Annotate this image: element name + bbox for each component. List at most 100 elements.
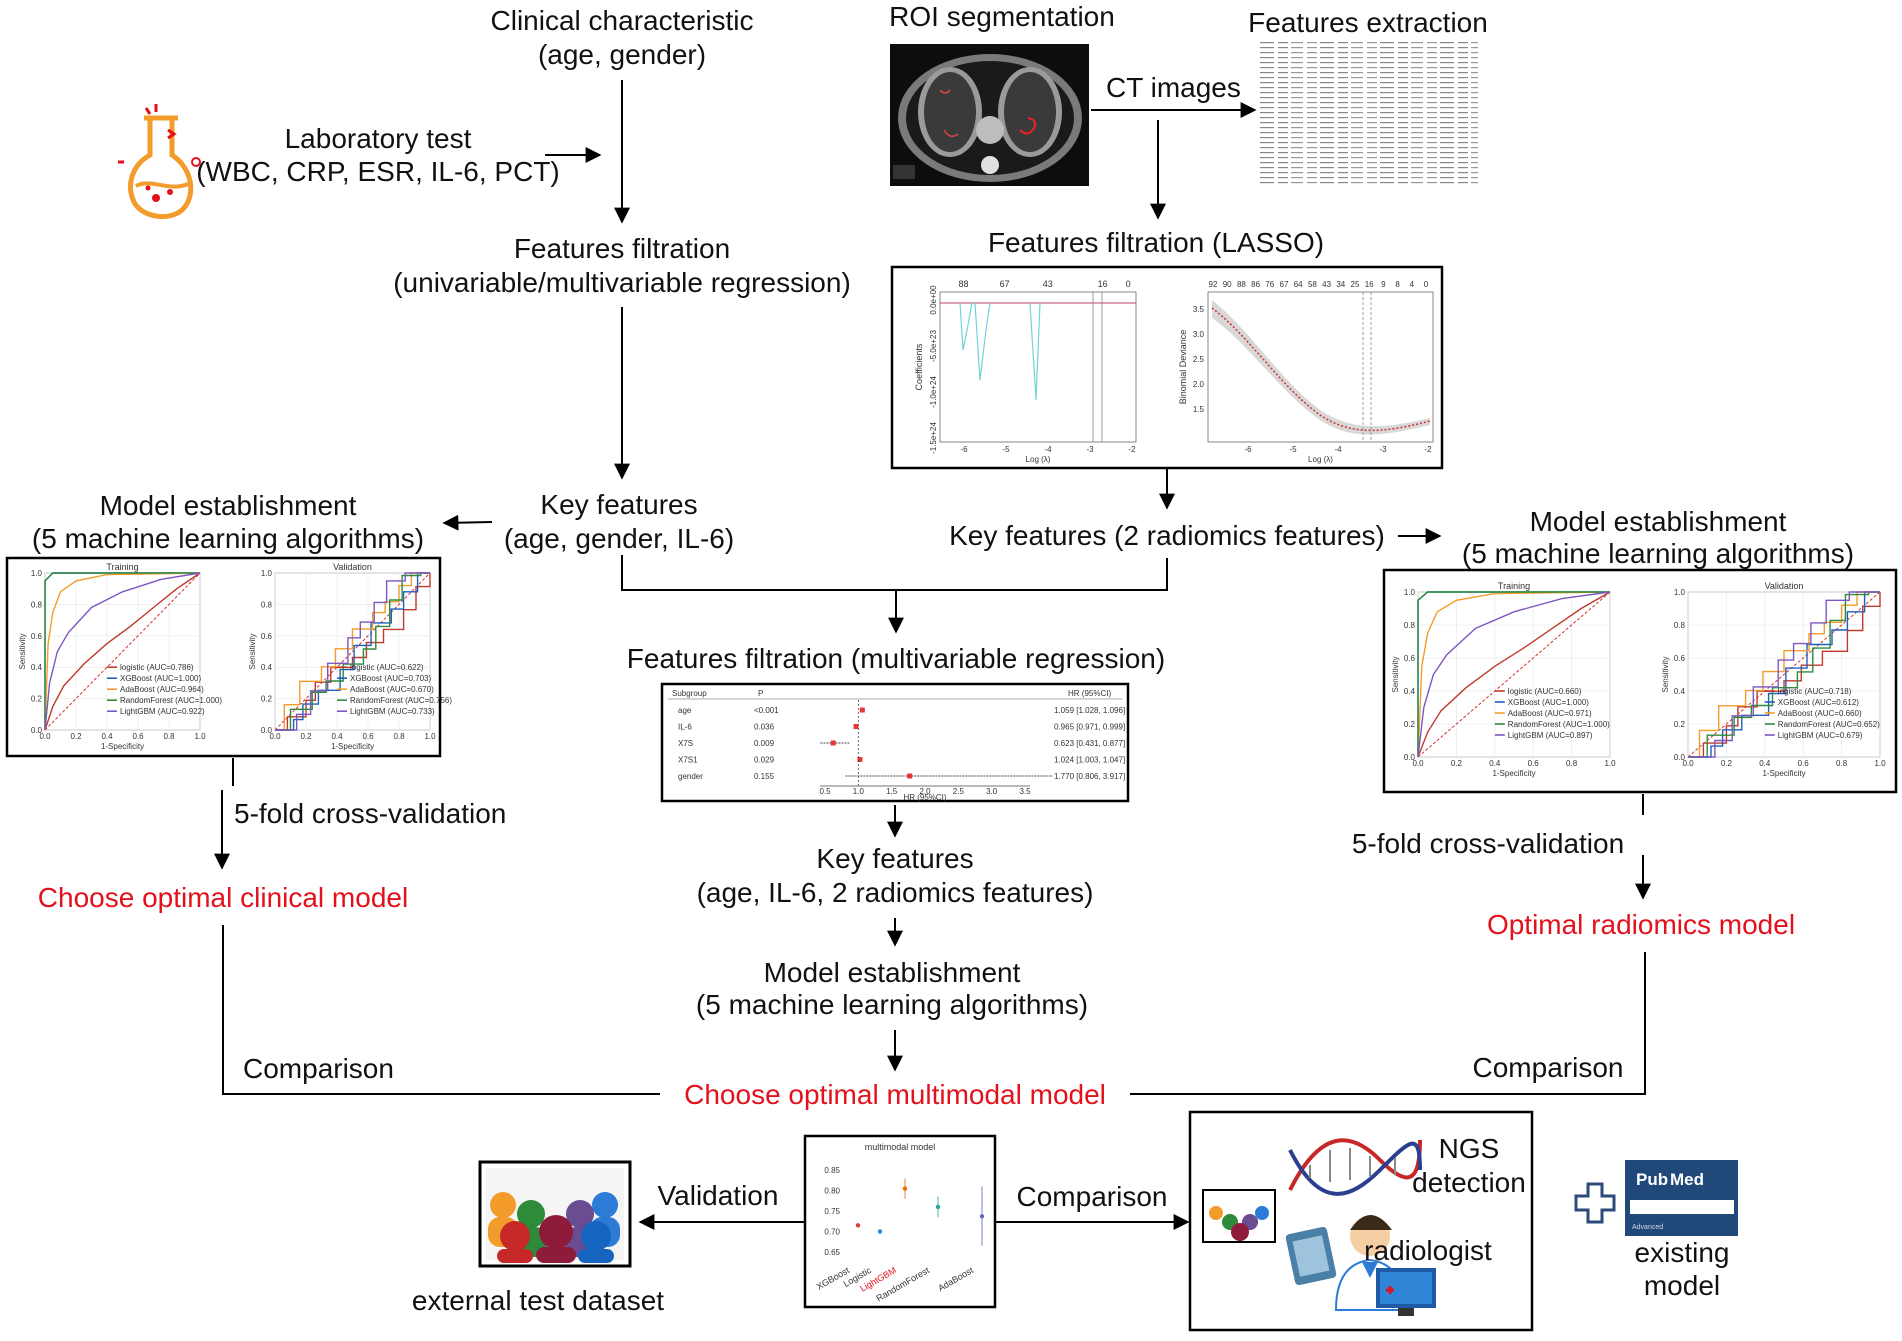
forest-point	[857, 757, 863, 762]
lasso-dev-top-tick: 4	[1410, 280, 1415, 289]
roc-y-tick-label: 0.4	[31, 663, 43, 672]
roc-x-tick-label: 1.0	[1874, 759, 1886, 768]
roc-curve-3	[1417, 591, 1610, 757]
roc-curve-0	[44, 572, 201, 731]
forest-x-tick: 2.5	[953, 787, 965, 796]
forest-row-p: 0.036	[754, 723, 775, 732]
mm-y-tick: 0.80	[824, 1187, 840, 1196]
laboratory-test-subtitle: (WBC, CRP, ESR, IL-6, PCT)	[196, 156, 560, 187]
roc-legend-label: AdaBoost (AUC=0.964)	[120, 685, 204, 694]
lasso-dev-x-label: Log (λ)	[1308, 455, 1333, 464]
pubmed-logo-text-a: Pub	[1636, 1170, 1668, 1189]
roc-y-tick-label: 0.0	[31, 726, 43, 735]
features-extraction-title: Features extraction	[1248, 7, 1488, 38]
roc-y-tick-label: 0.8	[1674, 621, 1686, 630]
features-table-image	[1258, 40, 1478, 186]
roc-y-tick-label: 0.0	[261, 726, 273, 735]
roc-y-tick-label: 1.0	[31, 569, 43, 578]
roc-curve-2	[1688, 591, 1880, 758]
forest-header-hr: HR (95%CI)	[1068, 689, 1111, 698]
roc-x-tick-label: 0.6	[1798, 759, 1810, 768]
roc-curve-1	[1688, 591, 1880, 758]
mm-y-tick: 0.70	[824, 1227, 840, 1236]
mm-y-tick: 0.75	[824, 1207, 840, 1216]
roc-curve-4	[1417, 591, 1611, 758]
pubmed-logo: Pub Med Advanced	[1625, 1160, 1738, 1236]
lasso-dev-top-tick: 58	[1308, 280, 1317, 289]
roc-y-tick-label: 1.0	[261, 569, 273, 578]
roc-y-tick-label: 0.6	[261, 632, 273, 641]
lasso-coef-y-tick: -1.5e+24	[929, 422, 938, 454]
lasso-coef-x-tick: -2	[1128, 445, 1136, 454]
mm-point	[855, 1223, 861, 1228]
roc-x-tick-label: 0.0	[1682, 759, 1694, 768]
lasso-coef-top-tick: 0	[1126, 279, 1131, 289]
mm-y-tick: 0.85	[824, 1166, 840, 1175]
key-features-multimodal-title: Key features	[816, 843, 973, 874]
key-features-multimodal-subtitle: (age, IL-6, 2 radiomics features)	[697, 877, 1094, 908]
lasso-dev-top-tick: 0	[1424, 280, 1429, 289]
model-right-title: Model establishment	[1530, 506, 1787, 537]
roc-x-tick-label: 0.8	[1836, 759, 1848, 768]
key-features-clinical-title: Key features	[540, 489, 697, 520]
features-filtration-subtitle: (univariable/multivariable regression)	[393, 267, 851, 298]
model-mid-title: Model establishment	[764, 957, 1021, 988]
arrow-to-left-model	[442, 514, 493, 531]
roc-curve-0	[275, 573, 431, 731]
forest-x-tick: 1.0	[853, 787, 865, 796]
forest-x-tick: 3.5	[1019, 787, 1031, 796]
merge-line	[621, 555, 1168, 591]
lasso-dev-y-tick: 2.5	[1193, 355, 1205, 364]
lasso-coef-path	[974, 302, 991, 381]
lasso-dev-top-tick: 76	[1265, 280, 1274, 289]
roc-legend-label: logistic (AUC=0.718)	[1778, 687, 1852, 696]
lasso-dev-top-tick: 25	[1351, 280, 1360, 289]
roc-curve-4	[275, 572, 430, 731]
roc-y-label: Sensitivity	[18, 633, 27, 669]
roc-legend-label: LightGBM (AUC=0.733)	[350, 707, 435, 716]
forest-row-name: X7S1	[678, 756, 698, 765]
flask-icon	[118, 104, 201, 220]
roc-diagonal	[1417, 591, 1611, 758]
roc-y-tick-label: 0.2	[1404, 720, 1416, 729]
lasso-coef-top-tick: 16	[1098, 279, 1108, 289]
key-features-radiomics: Key features (2 radiomics features)	[949, 520, 1385, 551]
roc-y-tick-label: 0.4	[1404, 687, 1416, 696]
detection-label: detection	[1412, 1167, 1526, 1198]
roc-x-tick-label: 0.6	[362, 732, 374, 741]
mm-point	[979, 1214, 985, 1219]
model-left-subtitle: (5 machine learning algorithms)	[32, 523, 424, 554]
existing-label: existing	[1635, 1237, 1730, 1268]
roc-x-tick-label: 0.4	[1489, 759, 1501, 768]
roc-title: Validation	[333, 562, 372, 572]
optimal-radiomics-model: Optimal radiomics model	[1487, 909, 1795, 940]
multimodal-chart-frame	[803, 1134, 997, 1309]
lasso-coef-top-tick: 43	[1043, 279, 1053, 289]
forest-header-p: P	[758, 689, 763, 698]
forest-x-tick: 3.0	[986, 787, 998, 796]
lasso-dev-y-tick: 1.5	[1193, 405, 1205, 414]
features-filtration-multivariable-title: Features filtration (multivariable regre…	[627, 643, 1165, 674]
roc-y-label: Sensitivity	[1391, 656, 1400, 692]
external-test-dataset-label: external test dataset	[412, 1285, 664, 1316]
ct-image	[890, 44, 1089, 186]
roc-legend-label: AdaBoost (AUC=0.660)	[1778, 709, 1862, 718]
roc-y-tick-label: 0.6	[1674, 654, 1686, 663]
forest-row-hr: 1.024 [1.003, 1.047]	[1054, 756, 1125, 765]
roc-curve-2	[1417, 591, 1611, 758]
roc-curve-2	[44, 572, 201, 731]
roc-x-tick-label: 0.6	[1528, 759, 1540, 768]
roc-x-label: 1-Specificity	[1762, 769, 1805, 778]
forest-x-tick: 1.5	[886, 787, 898, 796]
lasso-coef-path	[959, 302, 973, 351]
model-label: model	[1644, 1270, 1720, 1301]
roc-y-tick-label: 0.8	[1404, 621, 1416, 630]
roc-curve-3	[1688, 591, 1880, 758]
roc-x-tick-label: 0.2	[1721, 759, 1733, 768]
roc-legend-label: XGBoost (AUC=0.612)	[1778, 698, 1859, 707]
comparison-bottom-label: Comparison	[1017, 1181, 1168, 1212]
forest-point	[853, 724, 859, 729]
roc-x-tick-label: 1.0	[424, 732, 436, 741]
